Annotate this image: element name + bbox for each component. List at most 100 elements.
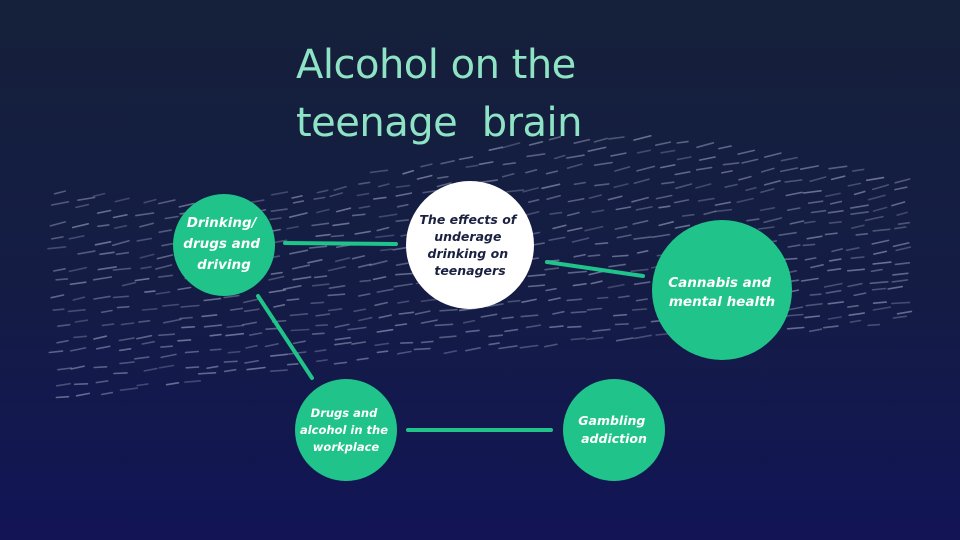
texture-dash — [209, 333, 222, 337]
texture-dash — [825, 289, 842, 294]
texture-dash — [120, 322, 135, 326]
texture-dash — [465, 164, 479, 168]
texture-dash — [313, 196, 326, 200]
texture-dash — [607, 136, 625, 140]
texture-dash — [617, 295, 630, 299]
texture-dash — [394, 323, 408, 327]
texture-dash — [334, 336, 352, 341]
texture-dash — [327, 293, 346, 297]
texture-dash — [249, 332, 263, 336]
node-cannabis[interactable]: Cannabis and mental health — [652, 220, 792, 360]
texture-dash — [70, 365, 85, 370]
texture-dash — [608, 263, 627, 268]
texture-dash — [822, 325, 839, 329]
texture-dash — [594, 183, 610, 187]
texture-dash — [865, 176, 885, 182]
texture-dash — [654, 141, 672, 146]
texture-dash — [376, 226, 390, 232]
texture-dash — [853, 190, 866, 196]
texture-dash — [786, 326, 805, 330]
texture-dash — [395, 184, 411, 188]
texture-dash — [870, 268, 883, 273]
texture-dash — [737, 149, 756, 155]
connector-center-cannabis — [545, 260, 645, 278]
texture-dash — [73, 382, 89, 386]
texture-dash — [180, 304, 200, 308]
texture-dash — [651, 233, 671, 238]
texture-dash — [610, 152, 627, 157]
texture-dash — [243, 298, 261, 304]
texture-dash — [316, 189, 329, 194]
texture-dash — [184, 350, 199, 354]
texture-dash — [632, 220, 649, 225]
texture-dash — [850, 256, 865, 260]
texture-dash — [849, 204, 869, 209]
texture-dash — [50, 201, 70, 206]
texture-dash — [395, 219, 410, 222]
texture-dash — [112, 214, 128, 219]
texture-dash — [121, 281, 137, 287]
texture-dash — [573, 181, 587, 186]
texture-dash — [119, 361, 135, 365]
texture-dash — [722, 162, 740, 166]
texture-dash — [611, 254, 629, 258]
texture-dash — [95, 380, 109, 384]
texture-dash — [853, 292, 867, 297]
texture-dash — [873, 250, 888, 255]
texture-dash — [830, 175, 846, 181]
node-workplace[interactable]: Drugs and alcohol in the workplace — [295, 379, 397, 481]
texture-dash — [112, 240, 130, 247]
texture-dash — [847, 182, 862, 187]
texture-dash — [49, 221, 66, 227]
texture-dash — [268, 275, 285, 281]
texture-dash — [316, 208, 330, 214]
texture-dash — [607, 283, 625, 289]
texture-dash — [828, 221, 842, 224]
texture-dash — [778, 231, 797, 236]
node-center[interactable]: The effects of underage drinking on teen… — [406, 181, 534, 309]
texture-dash — [286, 362, 299, 366]
texture-dash — [374, 342, 390, 347]
texture-dash — [402, 169, 415, 175]
texture-dash — [593, 137, 609, 143]
texture-dash — [714, 208, 733, 213]
texture-dash — [545, 170, 559, 175]
texture-dash — [93, 335, 107, 340]
texture-dash — [203, 324, 223, 328]
texture-dash — [596, 296, 609, 300]
texture-dash — [635, 206, 653, 211]
texture-dash — [573, 138, 591, 144]
node-gambling-label: Gambling addiction — [578, 413, 649, 446]
texture-dash — [97, 266, 117, 271]
texture-dash — [268, 289, 286, 294]
texture-dash — [584, 225, 604, 232]
texture-dash — [439, 308, 458, 312]
texture-dash — [855, 233, 869, 236]
texture-dash — [847, 282, 863, 288]
node-workplace-line-2: alcohol in the — [300, 423, 388, 437]
texture-dash — [810, 209, 827, 214]
texture-dash — [369, 169, 389, 174]
texture-dash — [594, 242, 609, 245]
texture-dash — [308, 245, 328, 249]
node-gambling[interactable]: Gambling addiction — [563, 379, 665, 481]
texture-dash — [827, 210, 844, 214]
texture-dash — [809, 293, 822, 296]
node-drinking[interactable]: Drinking/ drugs and driving — [173, 194, 275, 296]
texture-dash — [116, 305, 130, 309]
texture-dash — [850, 224, 865, 229]
texture-dash — [527, 199, 540, 203]
texture-dash — [592, 328, 611, 333]
node-drinking-line-2: drugs and — [183, 236, 260, 252]
node-workplace-label: Drugs and alcohol in the workplace — [300, 406, 392, 454]
texture-dash — [246, 366, 266, 371]
texture-dash — [378, 314, 392, 319]
texture-dash — [787, 244, 801, 248]
texture-dash — [802, 190, 822, 194]
texture-dash — [270, 208, 288, 212]
texture-dash — [872, 306, 892, 311]
texture-dash — [864, 215, 884, 222]
texture-dash — [528, 141, 544, 146]
texture-dash — [420, 319, 438, 324]
texture-dash — [488, 146, 504, 151]
